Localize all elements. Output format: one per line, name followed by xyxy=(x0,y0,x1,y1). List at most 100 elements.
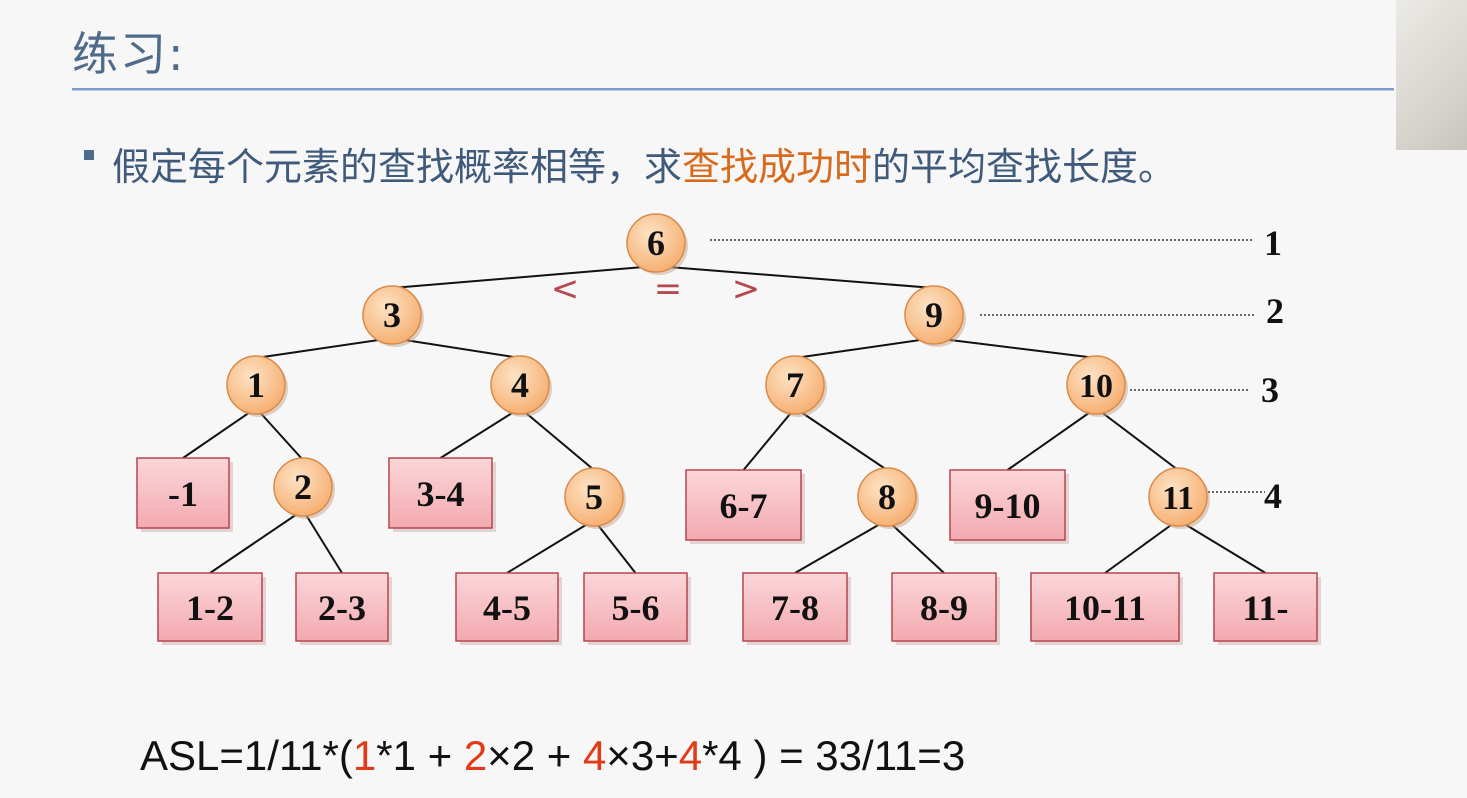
edge-3-4 xyxy=(391,337,521,359)
question-text: 假定每个元素的查找概率相等，求查找成功时的平均查找长度。 xyxy=(112,136,1176,191)
tree-nodes: 6 3 9 1 4 7 10 2 5 8 11 xyxy=(226,213,1210,529)
leaf-label: 8-9 xyxy=(920,588,968,628)
formula-count: 1 xyxy=(352,732,377,779)
tree-node xyxy=(626,213,686,273)
edge-8-7-8 xyxy=(794,519,888,574)
level-label: 1 xyxy=(1264,223,1282,263)
leaf-box xyxy=(295,572,389,642)
tree-node xyxy=(1148,467,1208,527)
node-label: 10 xyxy=(1079,368,1113,405)
asl-formula: ASL=1/11*(1*1 + 2×2 + 4×3+4*4 ) = 33/11=… xyxy=(140,732,965,780)
formula-segment: ×3+ xyxy=(606,732,679,779)
leaf-label: 10-11 xyxy=(1064,588,1146,628)
leaf-box xyxy=(583,572,688,642)
edge-5-5-6 xyxy=(593,519,637,574)
tree-node xyxy=(857,467,917,527)
bullet-icon xyxy=(84,150,94,160)
formula-segment: ASL=1/11*( xyxy=(140,732,353,779)
formula-segment: ×2 + xyxy=(487,732,583,779)
node-label: 3 xyxy=(383,295,401,335)
level-labels: 1 2 3 4 xyxy=(1261,223,1284,516)
node-label: 8 xyxy=(878,477,896,517)
node-label: 11 xyxy=(1162,480,1194,517)
leaf-box xyxy=(388,457,493,529)
formula-segment: *4 ) = 33/11=3 xyxy=(702,732,966,779)
tree-leaves: -1 1-2 2-3 3-4 4-5 5-6 6-7 7-8 8-9 9-10 10-11 11- xyxy=(136,457,1321,645)
binary-search-decision-tree: -1 1-2 2-3 3-4 4-5 5-6 6-7 7-8 8-9 9-10 10-11 11- 6… xyxy=(136,213,1321,645)
node-label: 5 xyxy=(585,477,603,517)
leaf-box xyxy=(157,572,263,642)
level-label: 3 xyxy=(1261,370,1279,410)
edge-4-5 xyxy=(519,407,595,471)
level-guide-lines xyxy=(710,239,1265,493)
edge-2-1-2 xyxy=(209,509,304,574)
leaf-label: 6-7 xyxy=(720,486,768,526)
comparison-symbol: > xyxy=(732,269,761,309)
edge-10-9-10 xyxy=(1006,407,1097,471)
node-label: 9 xyxy=(925,295,943,335)
edge-6-9 xyxy=(655,265,935,289)
leaf-box xyxy=(949,469,1066,541)
leaf-label: 5-6 xyxy=(612,588,660,628)
node-label: 1 xyxy=(247,365,265,405)
leaf-label: 4-5 xyxy=(483,588,531,628)
edge-7-6-7 xyxy=(742,407,796,471)
formula-count: 4 xyxy=(582,732,607,779)
comparison-symbols: < = > xyxy=(551,269,761,309)
edge-2-2-3 xyxy=(302,509,343,574)
edge-8-8-9 xyxy=(886,519,945,574)
edge-7-8 xyxy=(794,407,888,471)
edge-9-10 xyxy=(933,337,1097,359)
leaf-box xyxy=(891,572,997,642)
level-label: 4 xyxy=(1264,476,1282,516)
leaf-box xyxy=(1030,572,1180,642)
edge-11-10-11 xyxy=(1104,519,1179,574)
tree-node xyxy=(1066,355,1126,415)
leaf-box xyxy=(685,469,802,541)
tree-node xyxy=(904,285,964,345)
tree-node xyxy=(765,355,825,415)
edge-10-11 xyxy=(1095,407,1179,471)
node-label: 4 xyxy=(511,365,529,405)
leaf-label: 7-8 xyxy=(771,588,819,628)
page-title: 练习: xyxy=(72,27,186,81)
leaf-box xyxy=(455,572,559,642)
edge-9-7 xyxy=(794,337,935,359)
formula-segment: *1 + xyxy=(376,732,464,779)
tree-node xyxy=(273,457,333,517)
edge-5-4-5 xyxy=(506,519,595,574)
comparison-symbol: < xyxy=(551,269,580,309)
leaf-box xyxy=(1213,572,1318,642)
question-prefix: 假定每个元素的查找概率相等，求 xyxy=(112,145,683,189)
leaf-label: 11- xyxy=(1242,588,1288,628)
leaf-label: 1-2 xyxy=(186,588,234,628)
tree-node xyxy=(226,355,286,415)
tree-node xyxy=(564,467,624,527)
question-suffix: 的平均查找长度。 xyxy=(872,145,1177,189)
title-divider xyxy=(72,88,1394,91)
formula-count: 4 xyxy=(678,732,703,779)
leaf-label: 9-10 xyxy=(975,486,1041,526)
edge-3-1 xyxy=(255,337,393,359)
node-label: 7 xyxy=(786,365,804,405)
leaf-label: 2-3 xyxy=(318,588,366,628)
edge-4-3-4 xyxy=(439,407,521,459)
node-label: 6 xyxy=(647,223,665,263)
node-label: 2 xyxy=(294,467,312,507)
tree-node xyxy=(362,285,422,345)
edge-6-3 xyxy=(391,265,657,289)
presenter-camera-thumbnail xyxy=(1396,0,1467,150)
leaf-box xyxy=(136,457,230,529)
tree-edges xyxy=(182,265,1267,574)
formula-count: 2 xyxy=(463,732,488,779)
comparison-symbol: = xyxy=(654,269,683,309)
edge-11-11- xyxy=(1177,519,1267,574)
edge-1--1 xyxy=(182,407,257,459)
leaf-label: -1 xyxy=(168,474,198,514)
edge-1-2 xyxy=(255,407,304,461)
question-highlight: 查找成功时 xyxy=(682,145,873,189)
leaf-label: 3-4 xyxy=(417,474,465,514)
leaf-box xyxy=(742,572,848,642)
level-label: 2 xyxy=(1266,291,1284,331)
tree-node xyxy=(490,355,550,415)
